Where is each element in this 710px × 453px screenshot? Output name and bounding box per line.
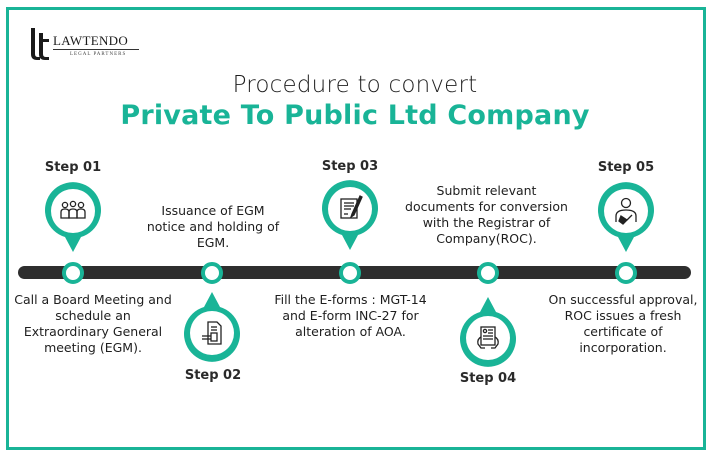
lawtendo-logo: LAWTENDO LEGAL PARTNERS xyxy=(28,27,148,63)
step-05-description: On successful approval, ROC issues a fre… xyxy=(548,292,698,355)
step-02-pin xyxy=(182,290,242,362)
logo-tagline: LEGAL PARTNERS xyxy=(70,52,127,57)
notice-document-icon xyxy=(202,321,222,345)
step-05-pin xyxy=(596,182,656,254)
timeline-node-step-04 xyxy=(477,262,499,284)
step-01-description: Call a Board Meeting and schedule an Ext… xyxy=(14,292,172,355)
step-02-label: Step 02 xyxy=(184,368,242,383)
certificate-approval-icon xyxy=(615,197,637,225)
step-05-label: Step 05 xyxy=(597,160,655,175)
title-line-1: Procedure to convert xyxy=(232,72,478,98)
timeline-node-step-01 xyxy=(62,262,84,284)
step-03-pin xyxy=(320,180,380,252)
logo-divider xyxy=(53,49,139,50)
infographic-border xyxy=(6,7,706,450)
timeline-node-step-03 xyxy=(339,262,361,284)
timeline-node-step-02 xyxy=(201,262,223,284)
step-04-label: Step 04 xyxy=(459,371,517,386)
step-04-pin xyxy=(458,295,518,367)
step-02-description: Issuance of EGM notice and holding of EG… xyxy=(146,203,280,250)
step-01-pin xyxy=(43,182,103,254)
timeline-node-step-05 xyxy=(615,262,637,284)
step-04-description: Submit relevant documents for conversion… xyxy=(405,183,568,246)
title-line-2: Private To Public Ltd Company xyxy=(120,100,590,131)
form-signing-icon xyxy=(340,195,363,219)
logo-mark-icon xyxy=(31,28,49,60)
meeting-people-icon xyxy=(60,200,86,219)
logo-name: LAWTENDO xyxy=(53,33,129,48)
step-03-label: Step 03 xyxy=(321,159,379,174)
step-03-description: Fill the E-forms : MGT-14 and E-form INC… xyxy=(274,292,427,339)
step-01-label: Step 01 xyxy=(44,160,102,175)
submit-documents-icon xyxy=(477,326,499,349)
